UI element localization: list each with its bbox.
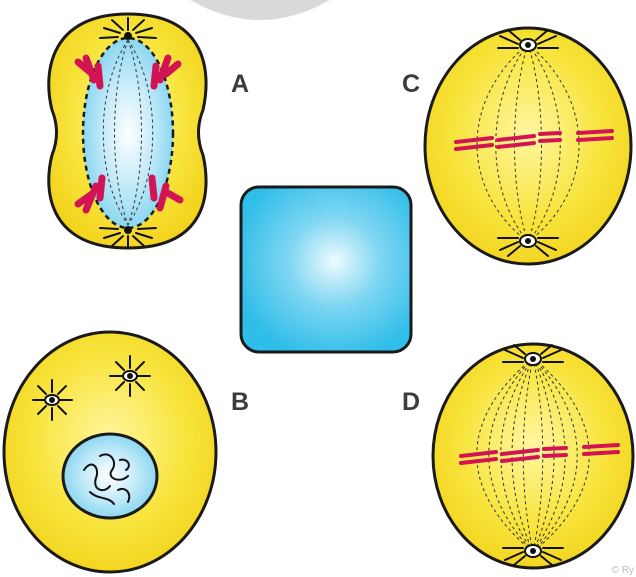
chromosome-icon xyxy=(578,138,612,140)
centrosome-icon xyxy=(110,356,150,396)
chromosome-icon xyxy=(154,66,156,86)
cell-b xyxy=(4,332,216,572)
chromosome-icon xyxy=(544,448,566,449)
chromosome-icon xyxy=(540,140,560,141)
label-c: C xyxy=(402,70,420,99)
cell-c-membrane xyxy=(425,28,631,264)
center-cell-placeholder xyxy=(241,187,411,352)
centrosome-icon xyxy=(33,380,72,420)
chromosome-icon xyxy=(584,445,618,447)
label-a: A xyxy=(231,70,249,99)
chromosome-icon xyxy=(540,133,560,134)
cell-a xyxy=(49,14,206,248)
chromosome-icon xyxy=(98,66,100,86)
top-arc-decoration xyxy=(190,0,330,20)
chromosome-icon xyxy=(584,452,618,454)
copyright-credit: © Ry xyxy=(612,565,634,576)
label-d: D xyxy=(402,388,420,417)
cell-c xyxy=(425,28,631,264)
chromosome-icon xyxy=(152,178,154,198)
chromosome-icon xyxy=(578,131,612,133)
chromosome-icon xyxy=(100,178,102,198)
nucleus-icon xyxy=(63,434,157,518)
cell-d xyxy=(433,344,633,568)
chromosome-icon xyxy=(544,455,566,456)
label-b: B xyxy=(231,388,249,417)
